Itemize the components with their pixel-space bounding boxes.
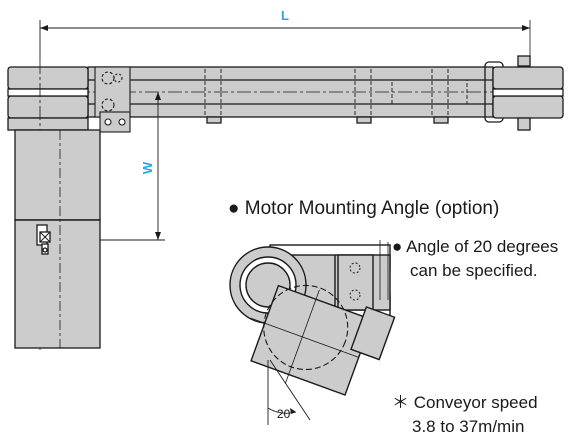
dimension-w-label: W — [140, 161, 155, 174]
speed-note-text: Conveyor speed — [414, 393, 538, 412]
angle-note-line-2: can be specified. — [410, 261, 538, 280]
speed-note-line-2: 3.8 to 37m/min — [412, 417, 524, 433]
gear-head — [94, 66, 131, 133]
motor-body — [14, 129, 101, 349]
detail-title-text: Motor Mounting Angle (option) — [245, 198, 500, 219]
note-bullet-icon: ● — [392, 237, 402, 256]
speed-note-line-1: ＊ Conveyor speed — [392, 393, 538, 412]
angle-label: 20° — [277, 407, 295, 421]
detail-title: ● Motor Mounting Angle (option) — [228, 198, 499, 219]
dimension-l — [39, 20, 530, 60]
conveyor-frame — [30, 66, 560, 124]
idler-pulley — [484, 20, 564, 131]
dimension-w — [100, 92, 165, 241]
angled-motor-detail — [229, 240, 396, 425]
angle-note-line-1: ● Angle of 20 degrees — [392, 237, 558, 256]
angle-note-text: Angle of 20 degrees — [406, 237, 558, 256]
drive-pulley — [7, 60, 89, 350]
asterisk-icon: ＊ — [392, 393, 409, 412]
bullet-icon: ● — [228, 198, 239, 219]
dimension-l-label: L — [281, 8, 289, 23]
